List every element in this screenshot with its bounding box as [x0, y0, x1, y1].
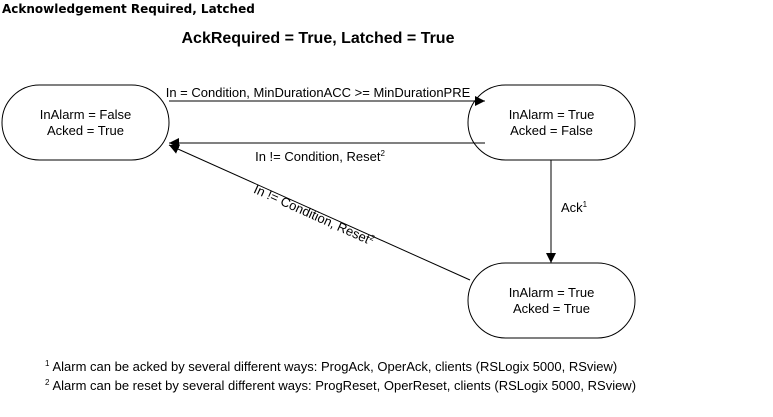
state-unacked-line2: Acked = False [510, 123, 593, 138]
diagram-title: AckRequired = True, Latched = True [182, 30, 455, 47]
transition-reset-from-unacked: In != Condition, Reset2 [169, 138, 485, 164]
transition-reset-from-acked: In != Condition, Reset2 [168, 144, 471, 281]
page-heading: Acknowledgement Required, Latched [2, 2, 255, 16]
state-acked-line2: Acked = True [513, 301, 590, 316]
transition-reset-from-unacked-label: In != Condition, Reset2 [255, 149, 385, 164]
state-unacked: InAlarm = True Acked = False [467, 84, 636, 161]
state-normal-line1: InAlarm = False [40, 107, 131, 122]
transition-to-alarm: In = Condition, MinDurationACC >= MinDur… [166, 85, 485, 106]
state-unacked-line1: InAlarm = True [509, 107, 595, 122]
transition-ack-label: Ack1 [561, 200, 588, 215]
transition-ack: Ack1 [546, 160, 588, 263]
state-normal: InAlarm = False Acked = True [1, 84, 170, 161]
state-acked: InAlarm = True Acked = True [467, 262, 636, 339]
state-normal-line2: Acked = True [47, 123, 124, 138]
transition-reset-from-acked-label: In != Condition, Reset2 [252, 181, 377, 248]
transition-to-alarm-label: In = Condition, MinDurationACC >= MinDur… [166, 85, 471, 100]
state-acked-line1: InAlarm = True [509, 285, 595, 300]
